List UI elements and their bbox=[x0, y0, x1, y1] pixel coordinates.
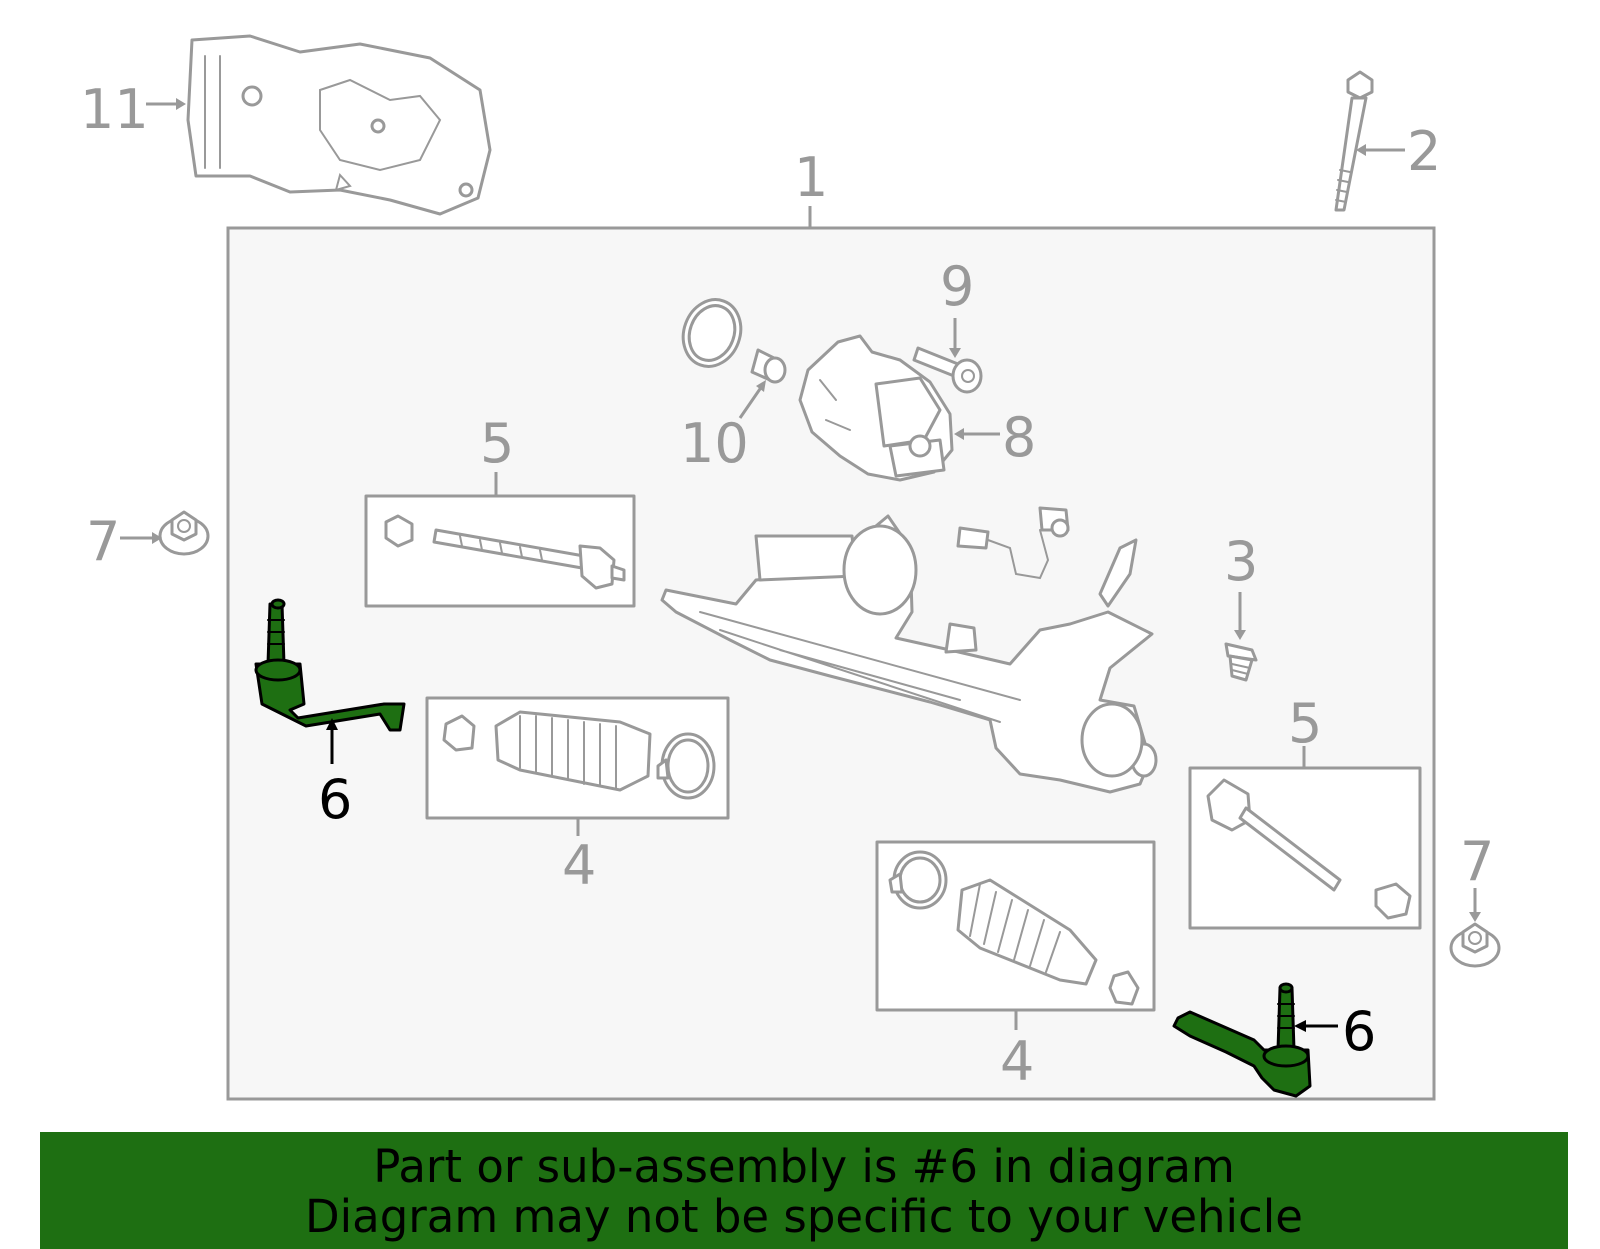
callout-2: 2 bbox=[1407, 120, 1441, 183]
callout-4-right: 4 bbox=[1000, 1030, 1034, 1093]
bushing-part bbox=[750, 348, 787, 384]
o-ring-part bbox=[681, 298, 743, 368]
callout-8: 8 bbox=[1002, 406, 1036, 469]
banner-line-1: Part or sub-assembly is #6 in diagram bbox=[373, 1140, 1235, 1193]
nut-part-right bbox=[1449, 922, 1501, 968]
boot-right bbox=[888, 850, 1140, 1006]
motor-part bbox=[798, 334, 954, 482]
screw-part bbox=[912, 346, 983, 394]
callout-9: 9 bbox=[940, 255, 974, 318]
callout-10: 10 bbox=[680, 412, 749, 475]
callout-7-right: 7 bbox=[1460, 830, 1494, 893]
banner-line-2: Diagram may not be specific to your vehi… bbox=[305, 1190, 1303, 1243]
callout-5-left: 5 bbox=[480, 412, 514, 475]
callout-11: 11 bbox=[80, 78, 149, 141]
heat-shield-part bbox=[186, 34, 492, 216]
boot-left bbox=[442, 710, 716, 800]
callout-4-left: 4 bbox=[562, 834, 596, 897]
inner-tie-rod-left bbox=[384, 514, 626, 590]
callout-3: 3 bbox=[1224, 530, 1258, 593]
outer-tie-rod-end-right bbox=[1172, 982, 1312, 1098]
bolt-part bbox=[1334, 70, 1374, 212]
callout-6-right: 6 bbox=[1342, 1000, 1376, 1063]
callout-6-left: 6 bbox=[318, 768, 352, 831]
outer-tie-rod-end-left bbox=[254, 598, 406, 732]
plug-part bbox=[1224, 642, 1258, 682]
inner-tie-rod-right bbox=[1206, 778, 1412, 920]
callout-1: 1 bbox=[794, 146, 828, 209]
info-banner: Part or sub-assembly is #6 in diagram Di… bbox=[40, 1132, 1568, 1249]
steering-gear-part bbox=[660, 506, 1158, 794]
callout-7-left: 7 bbox=[86, 510, 120, 573]
nut-part-left bbox=[158, 510, 210, 556]
callout-5-right: 5 bbox=[1288, 692, 1322, 755]
